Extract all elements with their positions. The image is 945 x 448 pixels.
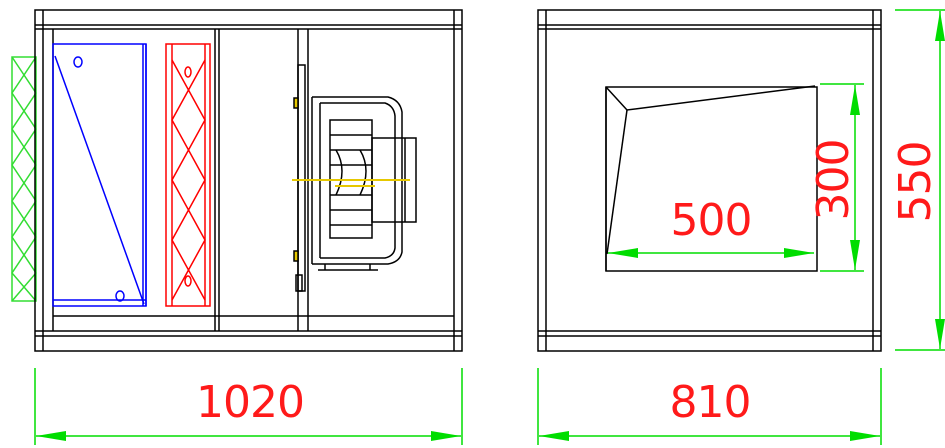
front-width-dimension — [537, 368, 882, 445]
opening-width-label: 500 — [671, 195, 752, 246]
fan-axis — [292, 179, 410, 187]
side-width-dimension — [34, 368, 463, 445]
outlet-opening — [605, 85, 818, 272]
front-height-label: 550 — [890, 142, 941, 223]
side-width-label: 1020 — [196, 377, 304, 428]
opening-height-dimension — [820, 83, 864, 272]
front-height-dimension — [895, 9, 945, 351]
front-width-label: 810 — [670, 377, 751, 428]
coil-section — [165, 43, 211, 307]
fan-assembly — [293, 64, 417, 292]
prefilter-mesh — [11, 56, 37, 302]
front-cabinet — [537, 9, 882, 352]
side-view: 1020 — [11, 9, 463, 445]
filter-section — [52, 43, 147, 307]
opening-height-label: 300 — [808, 140, 859, 221]
front-view: 500 300 550 810 — [537, 9, 945, 445]
